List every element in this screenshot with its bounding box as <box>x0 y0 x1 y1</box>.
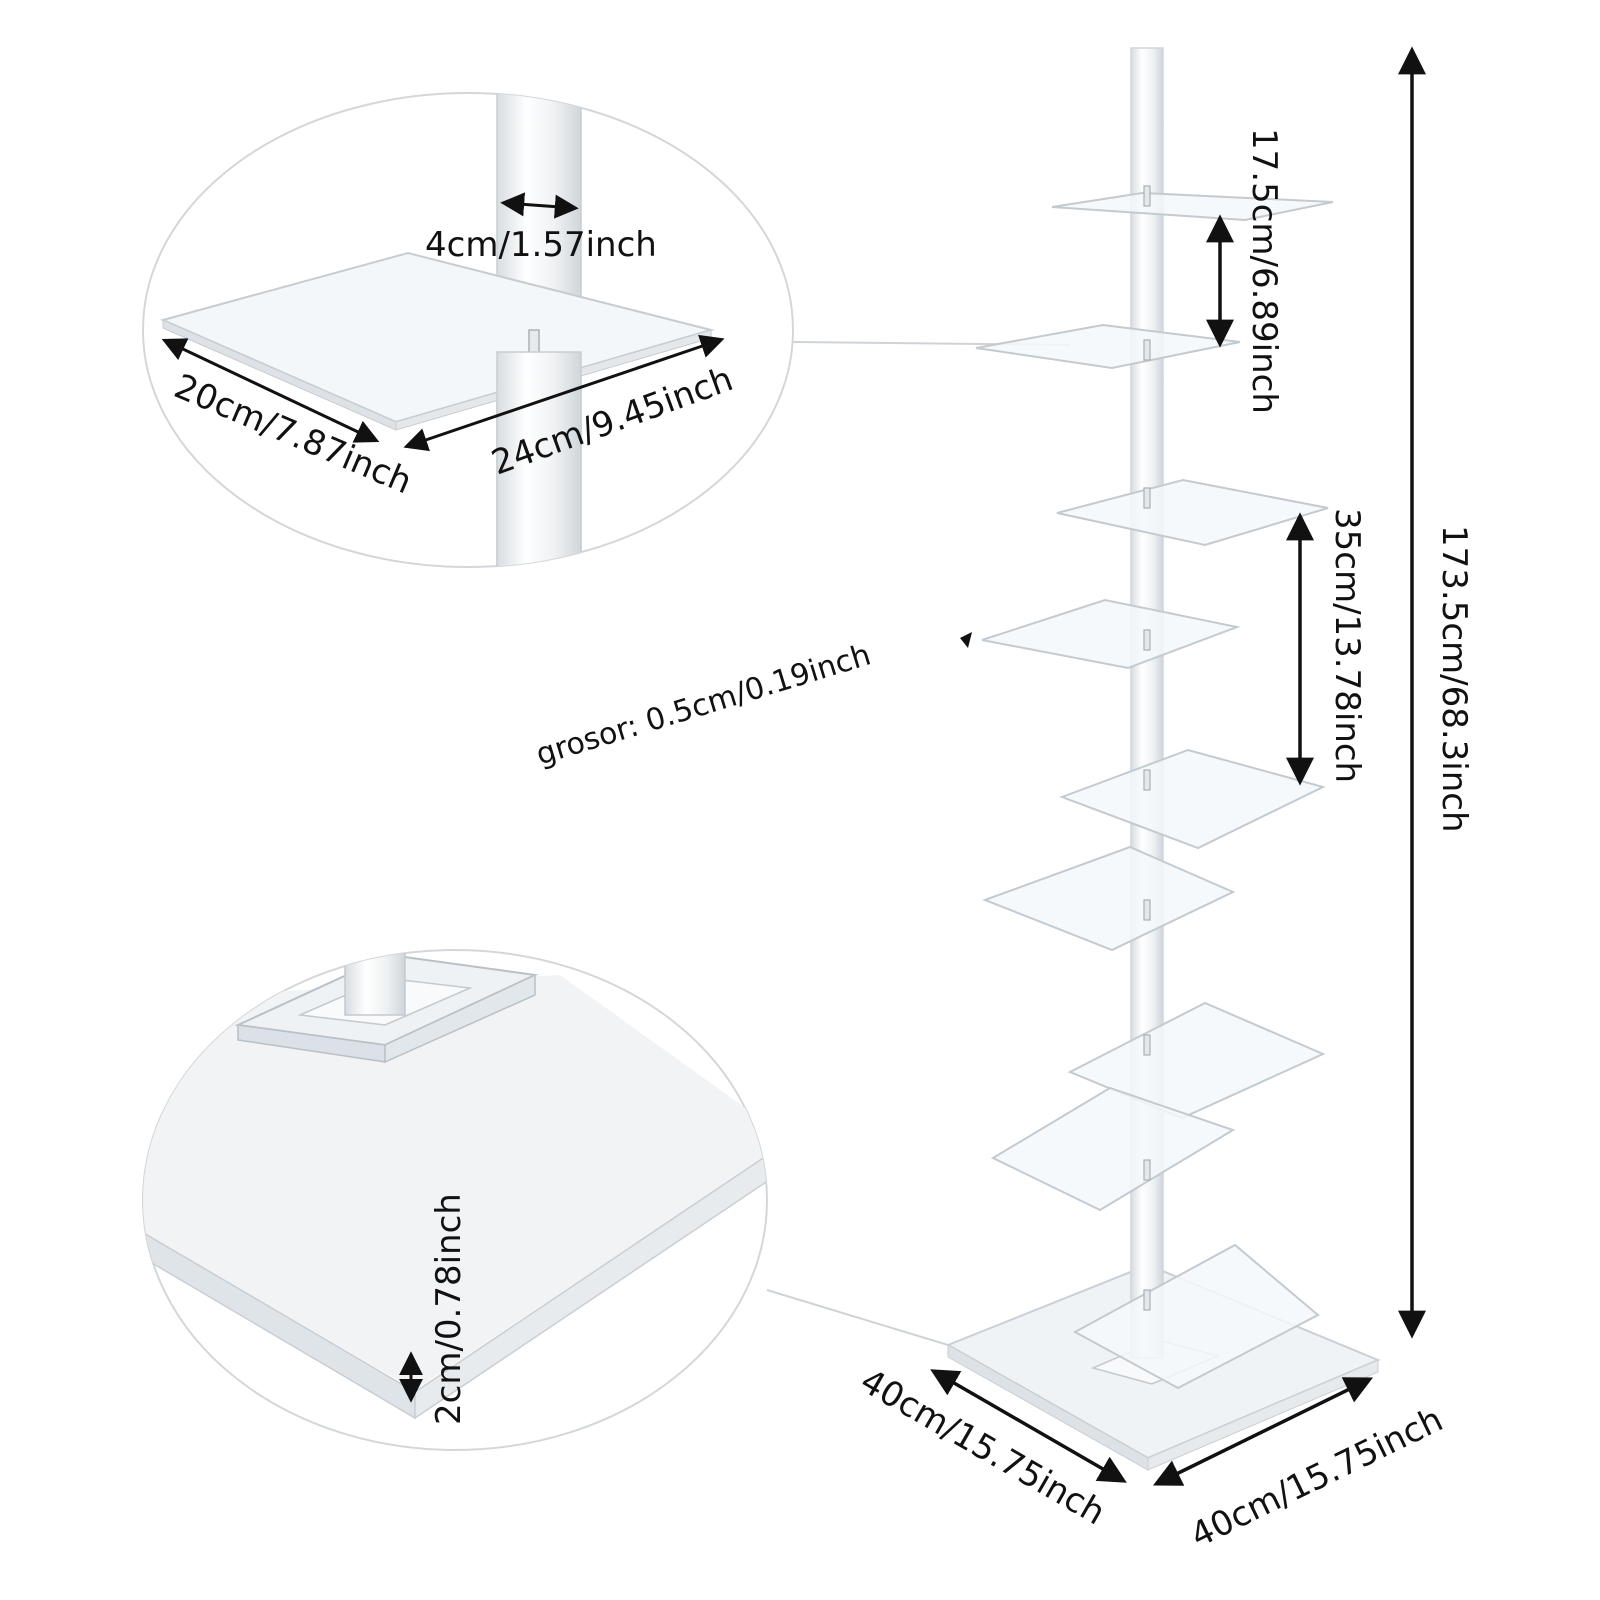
shelf-2 <box>975 323 1241 370</box>
base-thickness-label: 2cm/0.78inch <box>429 1193 469 1425</box>
pole-diameter-label: 4cm/1.57inch <box>425 225 657 265</box>
shelf-5 <box>1059 748 1326 850</box>
detail-base-plate <box>143 975 767 1390</box>
mid-spacing-label: 35cm/13.78inch <box>1327 508 1367 783</box>
shelf-width-arrow <box>403 334 725 452</box>
shelf-6 <box>982 845 1236 952</box>
pole-diameter-arrow <box>500 192 579 219</box>
shelf-9 <box>1072 1243 1320 1390</box>
bottom-detail-circle: 2cm/0.78inch <box>142 949 768 1451</box>
top-spacing-label: 17.5cm/6.89inch <box>1244 128 1284 414</box>
shelf-1 <box>1051 191 1334 222</box>
top-detail-circle: 4cm/1.57inch 20cm/7.87inch 24cm/9.45inch <box>142 92 794 568</box>
total-height-label: 173.5cm/68.3inch <box>1434 525 1474 833</box>
shelf-4 <box>981 598 1241 670</box>
tower-shelves <box>975 191 1334 1390</box>
bottom-connector-line <box>766 1289 949 1346</box>
shelf-tower <box>945 47 1381 1471</box>
shelf-3 <box>1056 478 1329 547</box>
shelf-depth-arrow <box>161 338 380 443</box>
thickness-pointer <box>960 632 972 648</box>
shelf-8 <box>990 1086 1236 1212</box>
thickness-label: grosor: 0.5cm/0.19inch <box>532 638 875 773</box>
base-left-arrow <box>930 1369 1127 1483</box>
base-right-arrow <box>1152 1377 1374 1486</box>
